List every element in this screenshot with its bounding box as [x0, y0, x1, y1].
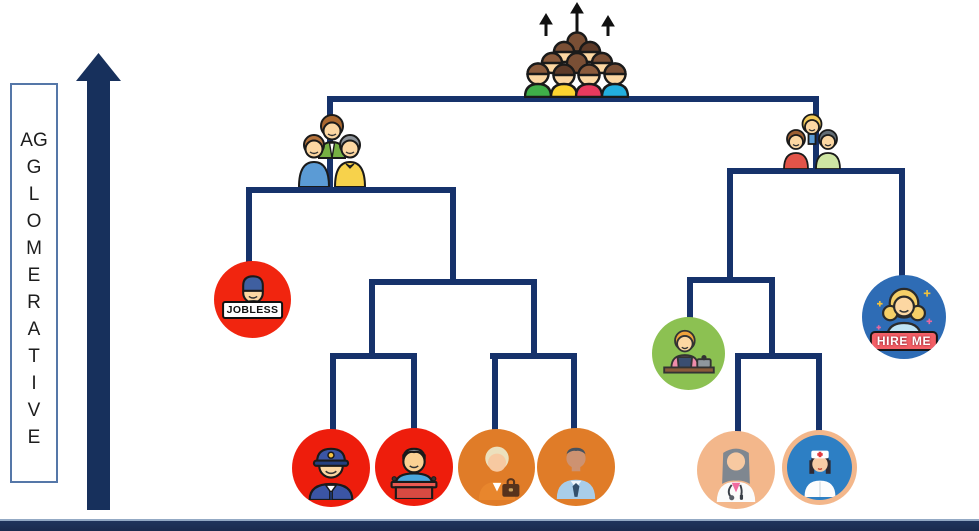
nurse-inner-circle — [787, 435, 852, 500]
nurse-node — [782, 430, 857, 505]
tree-line-right-mid-rail — [687, 277, 775, 283]
axis-letter: V — [27, 400, 41, 421]
tree-line-drop-jobless — [246, 187, 252, 265]
axis-letter: M — [26, 238, 42, 259]
axis-letter: I — [31, 373, 37, 394]
lecturer-node — [375, 428, 453, 506]
tree-line-drop-mid-right — [531, 279, 537, 357]
tree-line-mid-rail — [369, 279, 537, 285]
nurse-icon — [804, 450, 835, 497]
tree-line-bottom-right-rail — [490, 353, 577, 359]
tree-line-drop-police — [330, 353, 336, 432]
tree-line-drop-cook — [687, 277, 693, 321]
axis-letter: G — [26, 157, 42, 178]
doctor-node — [697, 431, 775, 509]
axis-letter: L — [28, 184, 40, 205]
axis-letter: AG — [20, 130, 48, 151]
axis-letter: O — [26, 211, 42, 232]
tree-line-drop-mid — [450, 187, 456, 283]
crowd-icon — [524, 2, 630, 98]
businesswoman-icon — [478, 446, 519, 500]
tree-line-drop-doctor — [735, 353, 741, 433]
axis-letter: E — [27, 265, 41, 286]
axis-letter: A — [27, 319, 41, 340]
businesswoman-node — [458, 429, 535, 506]
businessman-node — [537, 428, 615, 506]
tree-line-drop-hireme — [899, 168, 905, 278]
women-group-icon — [783, 113, 841, 169]
tree-line-drop-right-bottom — [769, 277, 775, 357]
cook-node — [652, 317, 725, 390]
tree-line-right-rail — [727, 168, 905, 174]
lecturer-icon — [390, 447, 438, 499]
axis-letter: E — [27, 427, 41, 448]
businessman-icon — [556, 447, 596, 499]
jobless-sign: JOBLESS — [221, 301, 284, 320]
tree-line-drop-lecturer — [411, 353, 417, 432]
jobless-node: JOBLESS — [214, 261, 291, 338]
tree-line-top-rail — [327, 96, 819, 102]
cook-icon — [662, 329, 715, 374]
tree-line-drop-nurse — [816, 353, 822, 431]
axis-letter: T — [28, 346, 40, 367]
tree-line-right-bottom-rail — [735, 353, 822, 359]
up-arrow-icon — [76, 53, 121, 510]
police-icon — [308, 447, 354, 500]
bottom-bar — [0, 519, 979, 531]
tree-line-left-rail — [246, 187, 456, 193]
tree-line-drop-mid-left — [369, 279, 375, 357]
men-group-icon — [297, 114, 367, 187]
agglomerative-label-box: AG G L O M E R A T I V E — [10, 83, 58, 483]
axis-letter: R — [27, 292, 41, 313]
police-node — [292, 429, 370, 507]
tree-line-drop-businesswoman — [492, 353, 498, 432]
hire-me-sign: HIRE ME — [869, 331, 939, 351]
tree-line-bottom-left-rail — [330, 353, 417, 359]
tree-line-drop-cook-branch — [727, 168, 733, 281]
doctor-icon — [716, 448, 756, 502]
tree-line-drop-businessman — [571, 353, 577, 432]
hire-me-node: HIRE ME — [862, 275, 946, 359]
